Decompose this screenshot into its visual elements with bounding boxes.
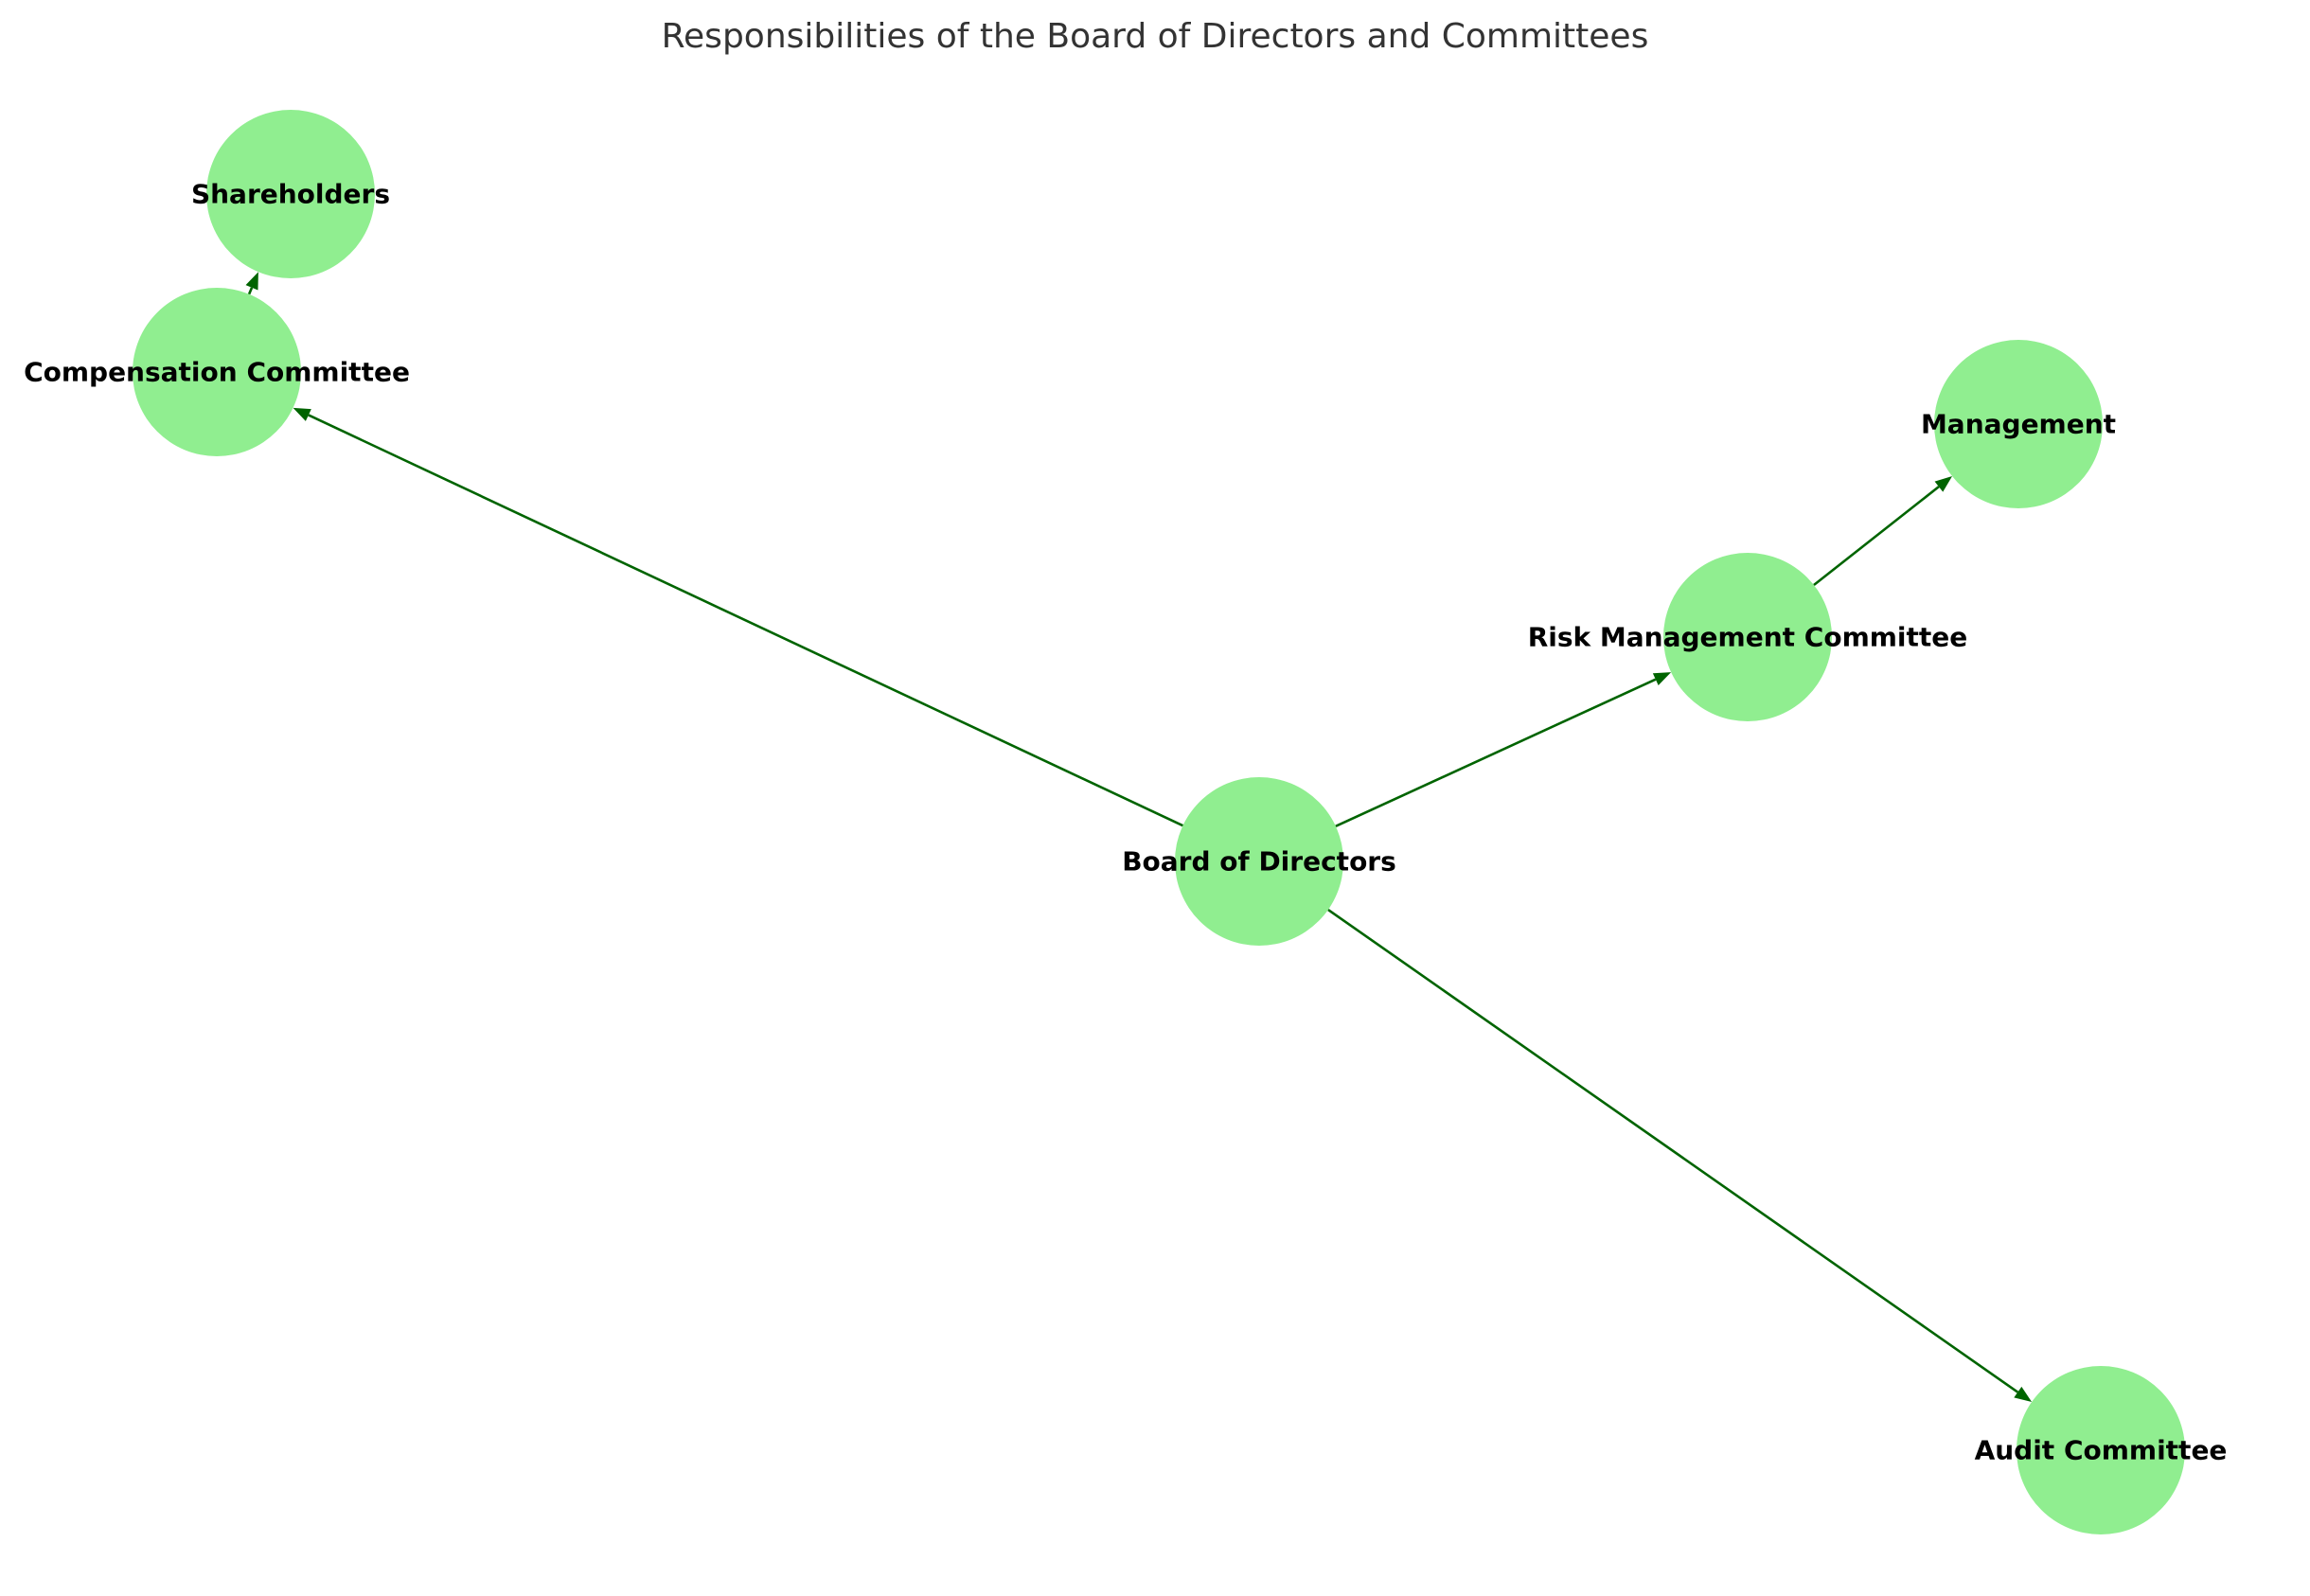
edge-board-to-compensation — [308, 414, 1183, 827]
node-label: Shareholders — [191, 179, 390, 210]
node-label: Board of Directors — [1122, 846, 1396, 878]
arrowhead-icon — [293, 407, 311, 421]
edge-risk-to-management — [1813, 486, 1940, 586]
node-label: Audit Committee — [1975, 1435, 2228, 1466]
node-circle — [2017, 1366, 2185, 1534]
node-circle — [206, 110, 375, 278]
edge-board-to-audit — [1327, 908, 2019, 1393]
arrowhead-icon — [245, 272, 258, 291]
node-label: Risk Management Committee — [1528, 622, 1968, 653]
edges-layer — [245, 272, 2033, 1402]
node-label: Compensation Committee — [24, 357, 410, 388]
edge-board-to-risk — [1335, 678, 1657, 828]
node-compensation: Compensation Committee — [24, 288, 410, 456]
node-circle — [1175, 777, 1343, 946]
arrowhead-icon — [2014, 1386, 2033, 1402]
node-management: Management — [1921, 340, 2116, 508]
diagram-title: Responsibilities of the Board of Directo… — [662, 17, 1649, 56]
node-audit: Audit Committee — [1975, 1366, 2228, 1534]
node-circle — [1663, 553, 1832, 721]
arrowhead-icon — [1934, 476, 1953, 492]
node-risk: Risk Management Committee — [1528, 553, 1968, 721]
node-shareholders: Shareholders — [191, 110, 390, 278]
node-label: Management — [1921, 409, 2116, 440]
node-circle — [1934, 340, 2103, 508]
arrowhead-icon — [1652, 672, 1672, 686]
edge-compensation-to-shareholders — [247, 287, 254, 295]
node-board: Board of Directors — [1122, 777, 1396, 946]
node-circle — [133, 288, 301, 456]
